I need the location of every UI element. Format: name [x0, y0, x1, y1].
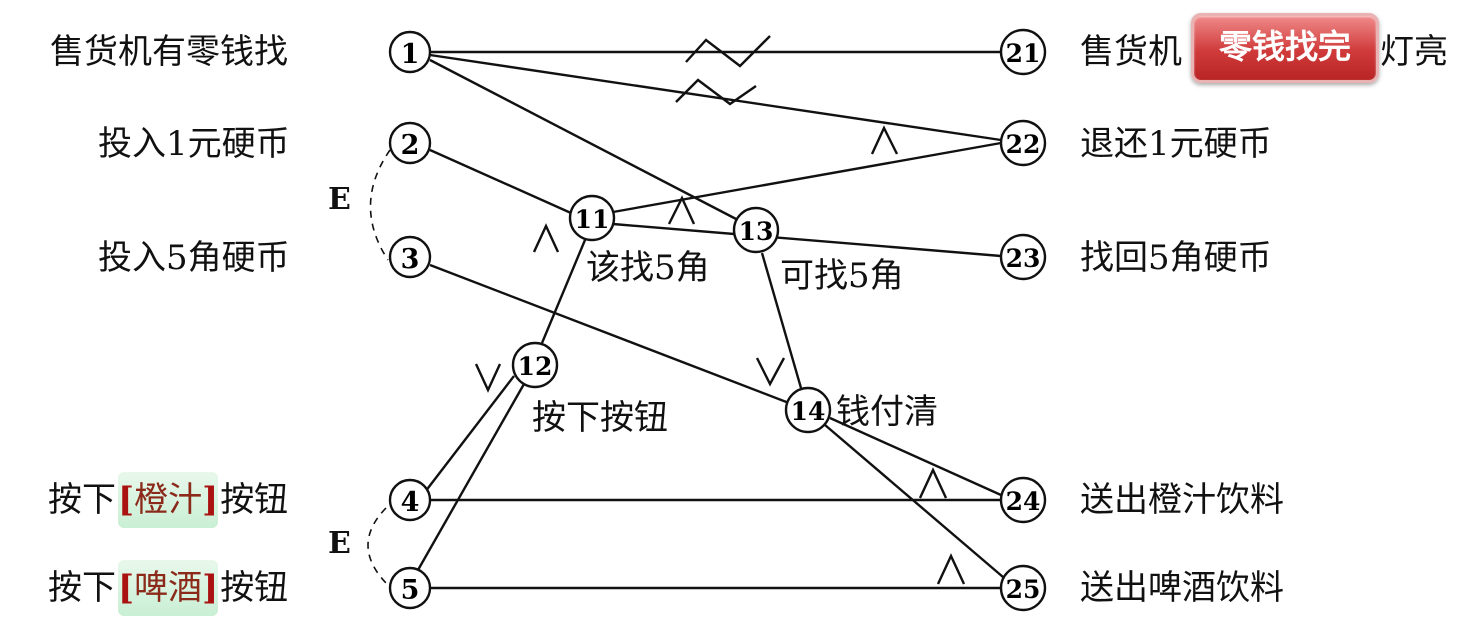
edge-11-12	[540, 239, 587, 344]
edge-12-4	[424, 375, 515, 493]
and-symbol-icon	[667, 195, 696, 225]
node-25: 25	[999, 564, 1047, 612]
effect-label-21-pre: 售货机	[1080, 32, 1182, 72]
node-1: 1	[388, 30, 432, 74]
cause-label-1: 售货机有零钱找	[50, 32, 288, 72]
edge-3-14	[429, 263, 790, 405]
constraint-e-top: E	[328, 182, 351, 217]
beer-button-highlight[interactable]: [啤酒]	[118, 560, 219, 616]
mid-label-11: 该找5角	[586, 248, 710, 288]
beer-text: 啤酒	[134, 568, 203, 608]
node-1-label: 1	[401, 39, 420, 70]
node-2-label: 2	[401, 130, 420, 161]
edge-13-14	[760, 252, 803, 389]
edge-11-23	[612, 222, 1002, 258]
cause-label-4: 按下[橙汁]按钮	[48, 472, 288, 528]
node-11-label: 11	[575, 205, 610, 234]
not-symbol-icon	[685, 35, 771, 68]
mid-label-13: 可找5角	[780, 256, 904, 296]
node-22: 22	[999, 119, 1047, 167]
node-25-label: 25	[1006, 575, 1041, 604]
bracket-open: [	[118, 568, 135, 608]
edge-12-5	[416, 383, 526, 571]
cause-label-5: 按下[啤酒]按钮	[48, 560, 288, 616]
cause-label-5-pre: 按下	[48, 568, 116, 608]
not-symbol-icon	[675, 78, 757, 106]
node-21-label: 21	[1006, 39, 1041, 68]
constraints	[367, 149, 391, 584]
cause-label-5-post: 按钮	[220, 568, 289, 608]
node-2: 2	[388, 121, 432, 165]
node-4-label: 4	[401, 487, 420, 518]
effect-label-25: 送出啤酒饮料	[1080, 568, 1284, 608]
orange-juice-button-highlight[interactable]: [橙汁]	[118, 472, 219, 528]
node-21: 21	[999, 28, 1047, 76]
effect-label-23: 找回5角硬币	[1080, 238, 1272, 278]
node-23: 23	[999, 233, 1047, 281]
node-5: 5	[388, 566, 432, 610]
effect-label-22: 退还1元硬币	[1080, 124, 1272, 164]
edge-14-25	[824, 424, 1004, 578]
logic-symbols	[474, 125, 966, 585]
bracket-open: [	[118, 480, 135, 520]
nodes: 1 2 3 4 5 11 12 13	[388, 28, 1047, 612]
constraint-arc-bottom	[367, 507, 387, 584]
constraint-arc-top	[369, 149, 391, 261]
constraint-e-bottom: E	[328, 526, 351, 561]
edge-1-13	[429, 58, 739, 222]
edge-14-24	[829, 416, 1002, 497]
node-22-label: 22	[1006, 130, 1041, 159]
not-symbols	[675, 35, 771, 106]
node-13: 13	[732, 206, 780, 254]
node-23-label: 23	[1006, 244, 1041, 273]
node-14: 14	[784, 386, 832, 434]
bracket-close: ]	[202, 568, 219, 608]
node-5-label: 5	[401, 575, 420, 606]
cause-label-2: 投入1元硬币	[98, 124, 290, 164]
node-14-label: 14	[791, 397, 826, 426]
node-12: 12	[511, 341, 559, 389]
and-symbol-icon	[936, 553, 966, 585]
effect-label-24: 送出橙汁饮料	[1080, 480, 1284, 520]
cause-label-3: 投入5角硬币	[98, 238, 290, 278]
orange-juice-text: 橙汁	[134, 480, 203, 520]
mid-label-14: 钱付清	[836, 392, 938, 432]
node-12-label: 12	[518, 352, 553, 381]
node-4: 4	[388, 478, 432, 522]
and-symbol-icon	[532, 223, 560, 253]
change-empty-button[interactable]: 零钱找完	[1191, 13, 1379, 83]
node-3: 3	[388, 235, 432, 279]
edge-11-22	[612, 141, 1002, 214]
cause-label-4-post: 按钮	[220, 480, 289, 520]
node-24-label: 24	[1006, 487, 1041, 516]
effect-label-21-post: 灯亮	[1380, 32, 1448, 72]
edges	[416, 50, 1004, 590]
node-11: 11	[568, 194, 616, 242]
node-24: 24	[999, 476, 1047, 524]
or-symbol-icon	[755, 357, 786, 387]
bracket-close: ]	[202, 480, 219, 520]
mid-label-12: 按下按钮	[532, 398, 668, 438]
and-symbol-icon	[870, 125, 899, 155]
node-13-label: 13	[739, 217, 774, 246]
and-symbol-icon	[918, 467, 948, 499]
node-3-label: 3	[401, 244, 420, 275]
cause-label-4-pre: 按下	[48, 480, 116, 520]
or-symbol-icon	[474, 363, 502, 393]
edge-2-11	[429, 148, 572, 215]
edge-1-22	[429, 53, 1002, 142]
